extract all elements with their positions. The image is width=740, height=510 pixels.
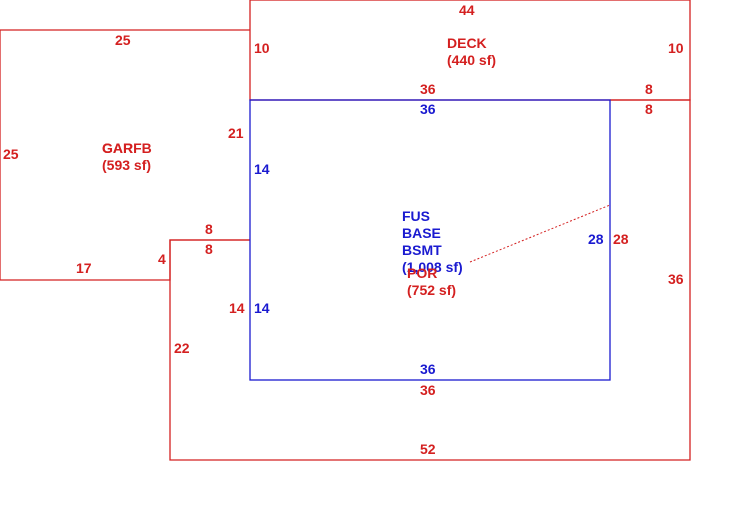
garfb-label: GARFB (593 sf) [102,140,156,173]
dim-step-bottom: 8 [205,241,213,257]
dim-base-left-lower: 14 [254,300,270,316]
dim-step-top: 8 [205,221,213,237]
dim-por-inner-bottom: 36 [420,382,436,398]
por-label: POR (752 sf) [407,265,456,298]
dim-base-bottom: 36 [420,361,436,377]
dim-garfb-bottom: 17 [76,260,92,276]
dim-deck-right: 10 [668,40,684,56]
dim-base-left-upper: 14 [254,161,270,177]
dim-deck-top: 44 [459,2,475,18]
dim-por-right: 36 [668,271,684,287]
dim-garfb-step: 4 [158,251,166,267]
dim-garfb-right: 21 [228,125,244,141]
dim-deck-left: 10 [254,40,270,56]
dim-deck-bottom: 36 [420,81,436,97]
dim-base-right: 28 [588,231,604,247]
base-outline [249,99,611,381]
por-leader-line [469,204,611,263]
dim-por-right-top-a: 8 [645,81,653,97]
dim-por-left: 22 [174,340,190,356]
base-label: FUS BASE BSMT (1,008 sf) [402,208,463,275]
dim-garfb-left: 25 [3,146,19,162]
dim-garfb-top: 25 [115,32,131,48]
dim-base-top: 36 [420,101,436,117]
gar-label: GAR [102,140,133,156]
dim-por-right-top-b: 8 [645,101,653,117]
deck-label: DECK (440 sf) [447,35,496,68]
dim-por-left-inner: 14 [229,300,245,316]
dim-por-bottom: 52 [420,441,436,457]
dim-por-inner-right: 28 [613,231,629,247]
